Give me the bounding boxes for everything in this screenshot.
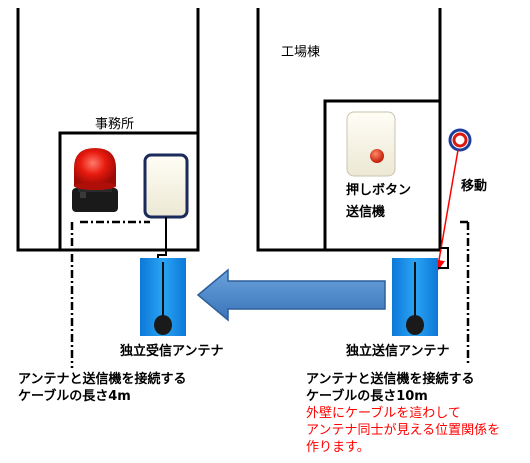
receiver-antenna-label: 独立受信アンテナ	[120, 344, 224, 359]
signal-direction-arrow	[196, 268, 386, 322]
move-arrow	[433, 149, 459, 272]
push-button-label-line1: 押しボタン	[346, 183, 412, 198]
sender-antenna-label: 独立送信アンテナ	[346, 344, 450, 359]
office-label: 事務所	[95, 117, 135, 132]
right-note-line1: アンテナと送信機を接続する	[306, 372, 475, 387]
red-beacon-light	[72, 148, 118, 212]
receiver-device	[143, 153, 189, 219]
sender-cable	[438, 247, 449, 269]
factory-building	[256, 8, 442, 252]
right-note-red-line3: 作ります。	[306, 440, 370, 455]
receiver-antenna	[140, 258, 186, 336]
push-button-transmitter	[346, 111, 396, 177]
sender-antenna	[392, 258, 438, 336]
receiver-cable	[157, 217, 167, 262]
right-note-red-line1: 外壁にケーブルを這わして	[306, 406, 461, 421]
target-marker	[448, 128, 472, 152]
right-note-line2: ケーブルの長さ10m	[306, 389, 428, 404]
office-building	[16, 8, 200, 252]
factory-label: 工場棟	[281, 45, 321, 60]
push-button-label-line2: 送信機	[346, 205, 386, 220]
cable-route-left	[70, 220, 150, 368]
left-note-line2: ケーブルの長さ4m	[18, 389, 131, 404]
left-note-line1: アンテナと送信機を接続する	[18, 372, 187, 387]
cable-route-right	[460, 220, 470, 365]
move-label: 移動	[461, 179, 488, 194]
right-note-red-line2: アンテナ同士が見える位置関係を	[306, 423, 501, 438]
